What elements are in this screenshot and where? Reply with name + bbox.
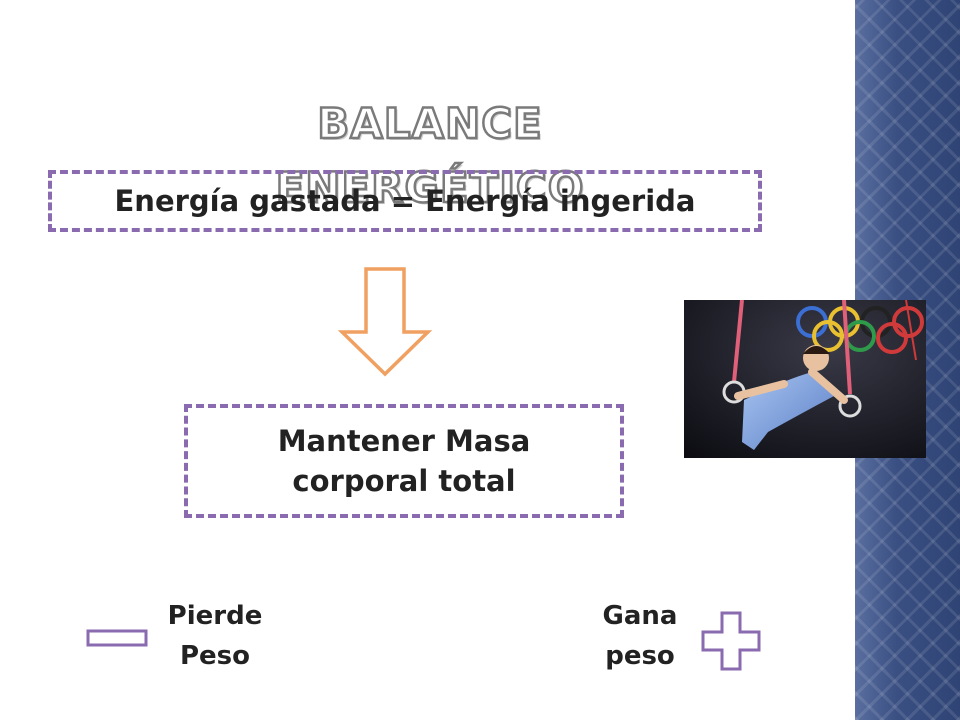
lose-weight-line2: Peso [179,641,251,671]
plus-icon [701,611,761,671]
gain-weight-line1: Gana [602,601,678,631]
minus-icon [86,629,148,647]
gain-weight-label: Gana peso [575,596,705,676]
lose-weight-line1: Pierde [167,601,263,631]
maintain-mass-line1: Mantener Masa [277,424,531,458]
lose-weight-label: Pierde Peso [150,596,280,676]
slide-title: BALANCE ENERGÉTICO [274,98,585,214]
energy-equation-box: Energía gastada = Energía ingerida [48,170,762,232]
maintain-mass-box: Mantener Masa corporal total [184,404,624,518]
energy-equation-text: Energía gastada = Energía ingerida [114,184,696,218]
gain-weight-line2: peso [605,641,675,671]
maintain-mass-line2: corporal total [292,464,516,498]
gymnast-photo [684,300,926,458]
arrow-down-icon [338,267,432,377]
